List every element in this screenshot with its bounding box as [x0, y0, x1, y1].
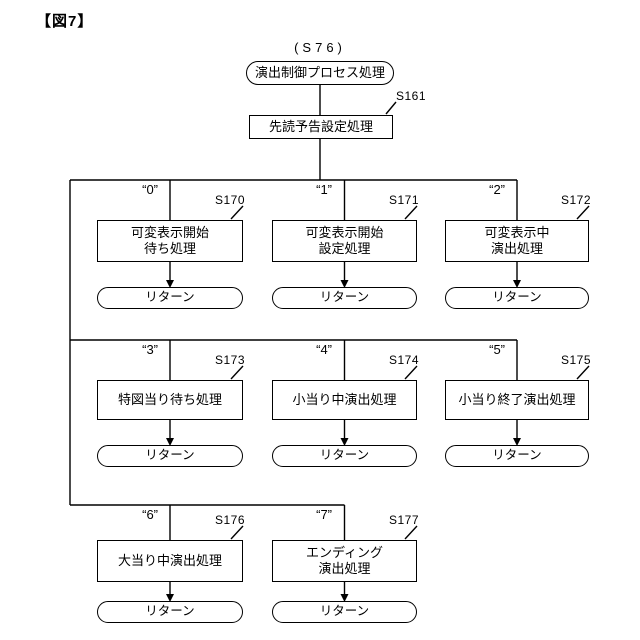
step-label-s170: S170: [215, 193, 246, 207]
process-box-s176: 大当り中演出処理: [97, 540, 243, 582]
return-terminal-6: リターン: [97, 601, 243, 623]
step-label-s175: S175: [561, 353, 592, 367]
process-box-s174: 小当り中演出処理: [272, 380, 417, 420]
return-terminal-0: リターン: [97, 287, 243, 309]
process-box-s170: 可変表示開始 待ち処理: [97, 220, 243, 262]
step-label-s177: S177: [389, 513, 420, 527]
step-label-s171: S171: [389, 193, 420, 207]
branch-value-5: “5”: [489, 342, 505, 357]
return-terminal-5: リターン: [445, 445, 589, 467]
branch-value-3: “3”: [142, 342, 158, 357]
return-terminal-2: リターン: [445, 287, 589, 309]
branch-value-4: “4”: [316, 342, 332, 357]
process-box-s172: 可変表示中 演出処理: [445, 220, 589, 262]
step-label-s161: S161: [396, 89, 427, 103]
arrowheads: [166, 280, 521, 602]
branch-value-6: “6”: [142, 507, 158, 522]
figure-label: 【図7】: [36, 13, 94, 30]
branch-value-0: “0”: [142, 182, 158, 197]
process-box-s177: エンディング 演出処理: [272, 540, 417, 582]
step-label-s174: S174: [389, 353, 420, 367]
process-box-s161: 先読予告設定処理: [249, 115, 393, 139]
branch-value-2: “2”: [489, 182, 505, 197]
step-label-s173: S173: [215, 353, 246, 367]
branch-value-7: “7”: [316, 507, 332, 522]
step-label-s176: S176: [215, 513, 246, 527]
branch-value-1: “1”: [316, 182, 332, 197]
start-terminal: 演出制御プロセス処理: [246, 61, 394, 85]
process-box-s171: 可変表示開始 設定処理: [272, 220, 417, 262]
return-terminal-4: リターン: [272, 445, 417, 467]
return-terminal-1: リターン: [272, 287, 417, 309]
step-label-s172: S172: [561, 193, 592, 207]
process-box-s173: 特図当り待ち処理: [97, 380, 243, 420]
return-terminal-3: リターン: [97, 445, 243, 467]
return-terminal-7: リターン: [272, 601, 417, 623]
process-box-s175: 小当り終了演出処理: [445, 380, 589, 420]
entry-step-label: (S76): [294, 40, 346, 55]
